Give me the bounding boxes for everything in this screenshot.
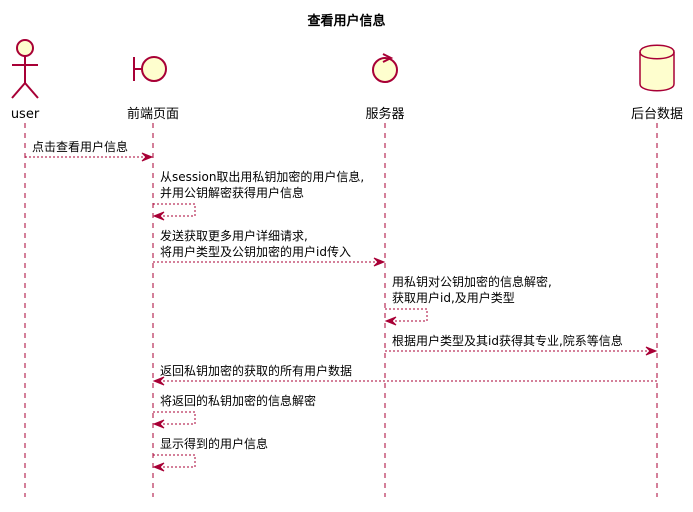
message-text: 用私钥对公钥加密的信息解密, — [392, 274, 552, 289]
participant-label-server: 服务器 — [365, 106, 404, 122]
message-7: 将返回的私钥加密的信息解密 — [152, 393, 316, 429]
diagram-title: 查看用户信息 — [306, 13, 385, 29]
boundary-icon — [133, 56, 167, 82]
message-8: 显示得到的用户信息 — [152, 436, 268, 472]
participant-user: user — [11, 39, 40, 122]
message-text: 返回私钥加密的获取的所有用户数据 — [160, 363, 352, 378]
participant-label-frontend: 前端页面 — [127, 106, 179, 122]
message-text: 从session取出用私钥加密的用户信息, — [160, 169, 364, 184]
self-arrow — [153, 203, 196, 217]
message-2: 从session取出用私钥加密的用户信息,并用公钥解密获得用户信息 — [152, 169, 364, 221]
database-icon — [639, 44, 675, 92]
participant-label-backend: 后台数据 — [631, 107, 683, 122]
participant-label-user: user — [11, 107, 40, 122]
messages: 点击查看用户信息从session取出用私钥加密的用户信息,并用公钥解密获得用户信… — [25, 139, 658, 472]
participant-frontend: 前端页面 — [127, 56, 179, 122]
self-arrow — [153, 454, 196, 468]
control-icon — [372, 53, 398, 83]
participant-server: 服务器 — [365, 53, 405, 122]
actor-icon — [11, 39, 39, 99]
message-5: 根据用户类型及其id获得其专业,院系等信息 — [385, 333, 658, 356]
message-4: 用私钥对公钥加密的信息解密,获取用户id,及用户类型 — [384, 274, 552, 326]
participants: user 前端页面 服务器 后台数据 — [11, 39, 683, 122]
message-text: 获取用户id,及用户类型 — [392, 290, 515, 305]
message-text: 点击查看用户信息 — [32, 139, 128, 154]
message-text: 发送获取更多用户详细请求, — [160, 228, 308, 243]
message-text: 并用公钥解密获得用户信息 — [160, 185, 304, 200]
message-text: 根据用户类型及其id获得其专业,院系等信息 — [392, 333, 623, 348]
message-6: 返回私钥加密的获取的所有用户数据 — [152, 363, 657, 386]
participant-backend: 后台数据 — [631, 44, 683, 122]
message-text: 显示得到的用户信息 — [160, 436, 268, 451]
self-arrow — [153, 411, 196, 425]
self-arrow — [385, 308, 428, 322]
message-text: 将用户类型及公钥加密的用户id传入 — [160, 244, 351, 259]
message-3: 发送获取更多用户详细请求,将用户类型及公钥加密的用户id传入 — [153, 228, 386, 267]
message-1: 点击查看用户信息 — [25, 139, 154, 162]
message-text: 将返回的私钥加密的信息解密 — [160, 393, 316, 408]
lifelines — [24, 123, 658, 497]
